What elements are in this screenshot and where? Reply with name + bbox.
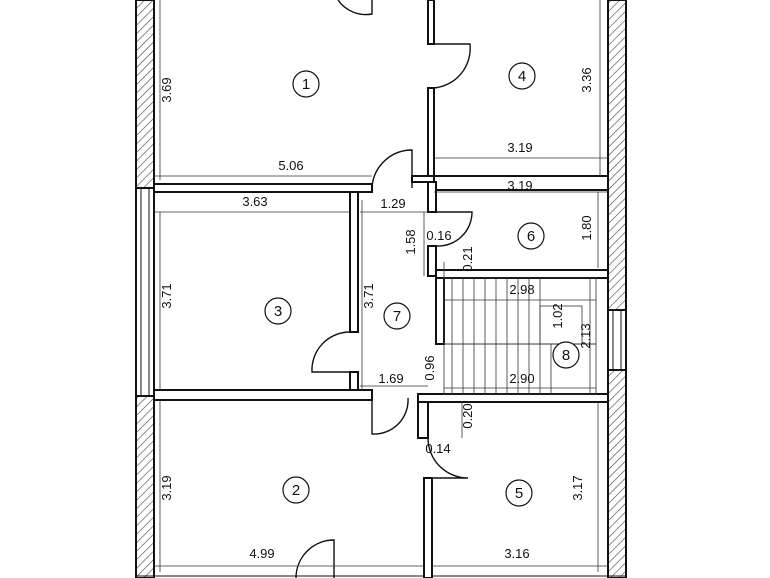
room-4-number: 4 — [518, 68, 526, 85]
room-8-number: 8 — [562, 347, 570, 364]
dimension-labels: 3.69 5.06 3.36 3.19 3.19 1.80 3.63 3.71 … — [159, 67, 594, 561]
dim-room5-height: 3.17 — [570, 475, 585, 500]
room-1-number: 1 — [302, 76, 310, 93]
room-3-circle — [264, 297, 292, 325]
dim-room6-width: 3.19 — [507, 178, 532, 193]
dim-hall-bottom-width: 1.69 — [378, 371, 403, 386]
left-wall-bottom — [135, 395, 155, 578]
room-8-circle — [552, 341, 580, 369]
left-wall-top — [135, 0, 155, 189]
wall-room5-top — [417, 393, 609, 403]
right-wall-bottom — [607, 369, 627, 578]
room-6-number: 6 — [527, 228, 535, 245]
dim-wall-014: 0.14 — [425, 441, 450, 456]
dim-wall-016: 0.16 — [426, 228, 451, 243]
room-5-circle — [505, 479, 533, 507]
left-window — [135, 187, 155, 397]
wall-room5-left — [417, 401, 429, 439]
dim-stair-gap: 0.96 — [422, 355, 437, 380]
door-hall-top — [371, 149, 413, 189]
dim-hall-top-width: 1.29 — [380, 196, 405, 211]
dimension-lines — [154, 0, 608, 572]
wall-hall-right — [427, 181, 437, 213]
interior-walls — [153, 0, 609, 578]
room-6-circle — [517, 222, 545, 250]
door-room1-top — [337, 0, 373, 16]
dim-room4-height: 3.36 — [579, 67, 594, 92]
outer-walls — [135, 0, 627, 578]
dim-hall-height: 3.71 — [361, 283, 376, 308]
room-7-circle — [383, 302, 411, 330]
door-room2 — [371, 397, 409, 435]
dim-stair-height: 2.13 — [578, 323, 593, 348]
wall-stair-left — [435, 277, 445, 345]
room-5-number: 5 — [515, 485, 523, 502]
wall-room1-bottom — [153, 183, 373, 193]
dim-room3-height: 3.71 — [159, 283, 174, 308]
room-3-number: 3 — [274, 303, 282, 320]
room-2-circle — [282, 476, 310, 504]
room-1-circle — [292, 70, 320, 98]
dim-stair-landing: 1.02 — [550, 303, 565, 328]
dim-room1-width: 5.06 — [278, 158, 303, 173]
wall-room3-right — [349, 191, 359, 333]
right-window — [607, 309, 627, 371]
wall-room1-room4 — [427, 0, 435, 45]
room-2-number: 2 — [292, 482, 300, 499]
dim-room6-height: 1.80 — [579, 215, 594, 240]
door-room6 — [435, 211, 473, 247]
dim-room2-width: 4.99 — [249, 546, 274, 561]
room-4-circle — [508, 62, 536, 90]
door-bottom — [295, 539, 335, 578]
room-7-number: 7 — [393, 308, 401, 325]
dim-hall-side: 1.58 — [403, 229, 418, 254]
dim-stair-top: 2.98 — [509, 282, 534, 297]
dim-room2-height: 3.19 — [159, 475, 174, 500]
room-labels: 1 4 6 3 7 8 2 5 — [264, 62, 580, 507]
wall-room3-bottom — [153, 389, 373, 401]
dim-room5-width: 3.16 — [504, 546, 529, 561]
dim-wall-021: 0.21 — [460, 246, 475, 271]
dim-room3-width: 3.63 — [242, 194, 267, 209]
dim-room1-height: 3.69 — [159, 77, 174, 102]
staircase — [443, 277, 597, 395]
door-room4 — [433, 43, 471, 89]
dim-room4-width: 3.19 — [507, 140, 532, 155]
dim-wall-020: 0.20 — [460, 403, 475, 428]
door-room3 — [311, 331, 351, 373]
dim-stair-bottom: 2.90 — [509, 371, 534, 386]
door-room5 — [427, 437, 469, 479]
right-wall-top — [607, 0, 627, 311]
doors — [295, 0, 473, 578]
